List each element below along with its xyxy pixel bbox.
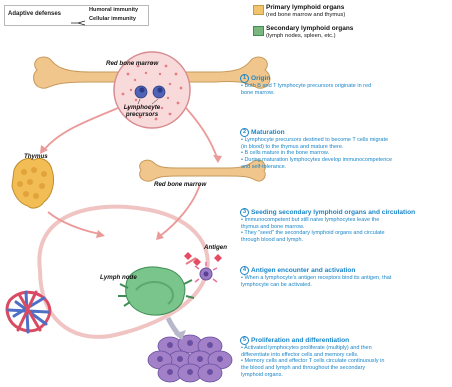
step-bullet: through blood and lymph. [241, 237, 450, 244]
step-bullet: lymphocyte can be activated. [241, 282, 450, 289]
step-title: Origin [251, 75, 270, 82]
step-bullet: • During maturation lymphocytes develop … [241, 157, 450, 164]
step-bullet: bone marrow. [241, 90, 450, 97]
step-bullet: • Activated lymphocytes proliferate (mul… [241, 345, 450, 352]
step-bullet: • Memory cells and effector T cells circ… [241, 358, 450, 365]
step-bullet: • Both B and T lymphocyte precursors ori… [241, 83, 450, 90]
label-red-bone-marrow-top: Red bone marrow [106, 60, 158, 67]
label-thymus: Thymus [24, 153, 48, 160]
label-antigen: Antigen [204, 244, 227, 251]
step-bullet: (in blood) to the thymus and mature ther… [241, 144, 450, 151]
label-lymph-node: Lymph node [100, 274, 137, 281]
step-title: Maturation [251, 129, 285, 136]
step-bullet: and self-tolerance. [241, 164, 450, 171]
step-bullet: • When a lymphocyte's antigen receptors … [241, 275, 450, 282]
secondary-organs-title: Secondary lymphoid organs [266, 25, 353, 32]
step-bullet: • Immunocompetent but still naive lympho… [241, 217, 450, 224]
vessel-network-illustration [7, 292, 50, 332]
step-title: Antigen encounter and activation [251, 267, 355, 274]
secondary-organs-sub: (lymph nodes, spleen, etc.) [266, 33, 336, 39]
step-bullet: • Lymphocyte precursors destined to beco… [241, 137, 450, 144]
step-bullet: differentiate into effector cells and me… [241, 352, 450, 359]
step-number: 5 [240, 336, 249, 345]
label-lymphocyte-precursors: Lymphocyte precursors [122, 104, 162, 118]
step-bullet: • They "seed" the secondary lymphoid org… [241, 230, 450, 237]
step-bullet: • B cells mature in the bone marrow. [241, 150, 450, 157]
step-title: Seeding secondary lymphoid organs and ci… [251, 209, 415, 216]
step-number: 3 [240, 208, 249, 217]
legend-cellular: Cellular immunity [89, 16, 136, 22]
step-number: 1 [240, 74, 249, 83]
arrowheads [40, 145, 222, 240]
adaptive-defenses-legend: Adaptive defenses Humoral immunity Cellu… [4, 5, 149, 26]
branch-icon [71, 13, 87, 31]
primary-organs-swatch [253, 5, 264, 15]
thymus-illustration [12, 158, 54, 208]
step-number: 4 [240, 266, 249, 275]
step-bullet: thymus and bone marrow. [241, 224, 450, 231]
label-red-bone-marrow-mid: Red bone marrow [154, 181, 206, 188]
primary-organs-sub: (red bone marrow and thymus) [266, 12, 345, 18]
secondary-organs-swatch [253, 26, 264, 36]
antigen-encounter-illustration [184, 252, 222, 282]
legend-humoral: Humoral immunity [89, 7, 138, 13]
step-title: Proliferation and differentiation [251, 337, 349, 344]
step-number: 2 [240, 128, 249, 137]
step-bullet: the blood and lymph and throughout the s… [241, 365, 450, 372]
circulation-loop [39, 207, 207, 337]
primary-organs-title: Primary lymphoid organs [266, 4, 344, 11]
step-bullet: lymphoid organs. [241, 372, 450, 379]
legend-title: Adaptive defenses [8, 11, 61, 17]
